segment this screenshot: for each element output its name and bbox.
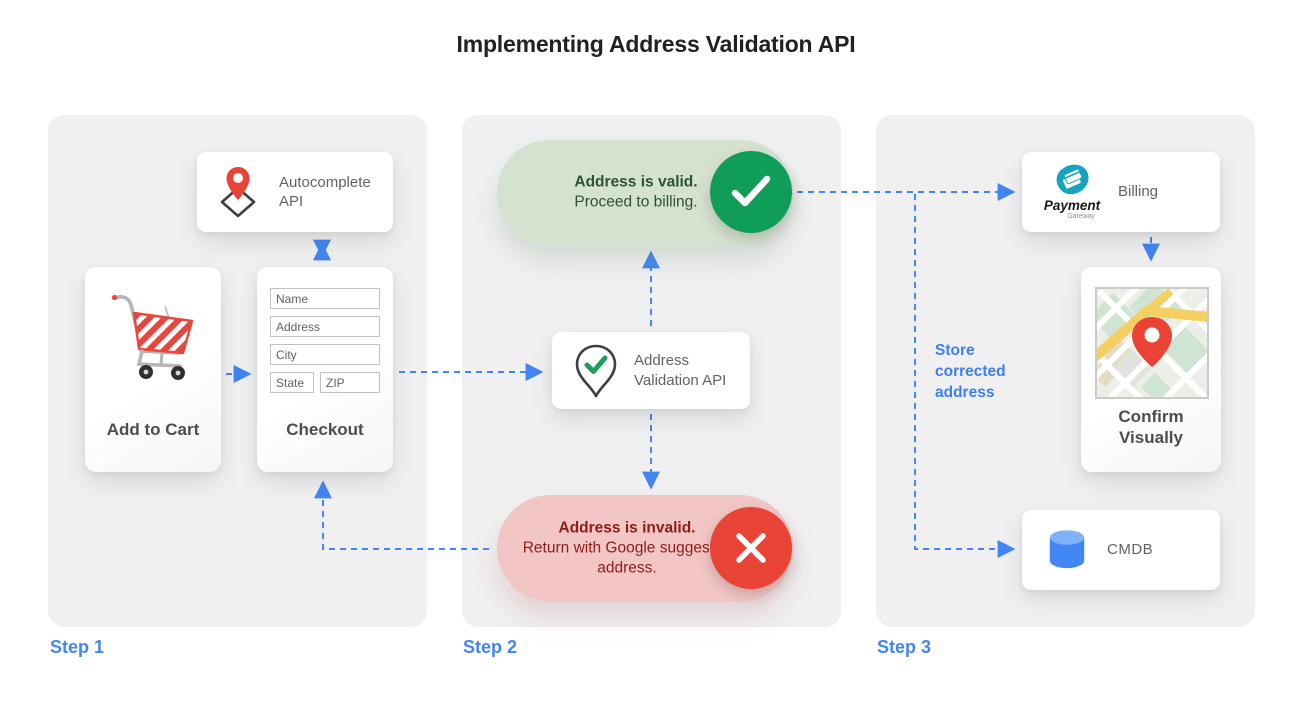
arrow-store-to-cmdb bbox=[914, 194, 1016, 558]
check-icon bbox=[731, 175, 771, 207]
address-valid-subtitle: Proceed to billing. bbox=[574, 193, 698, 211]
zip-field: ZIP bbox=[320, 372, 380, 393]
autocomplete-api-label: Autocomplete API bbox=[279, 173, 371, 211]
database-icon bbox=[1049, 530, 1085, 569]
add-to-cart-node: Add to Cart bbox=[85, 267, 221, 472]
pin-check-icon bbox=[575, 344, 617, 397]
billing-node: Payment Gateway Billing bbox=[1022, 152, 1220, 232]
map-pin-diamond-icon bbox=[220, 167, 256, 218]
name-field: Name bbox=[270, 288, 380, 309]
address-validation-api-label: Address Validation API bbox=[634, 352, 727, 389]
page-title: Implementing Address Validation API bbox=[456, 31, 856, 57]
add-to-cart-label: Add to Cart bbox=[106, 419, 200, 439]
city-field: City bbox=[270, 344, 380, 365]
billing-label: Billing bbox=[1118, 183, 1159, 201]
payment-gateway-icon bbox=[1056, 164, 1089, 194]
shopping-cart-icon bbox=[111, 294, 194, 380]
arrow-invalid-to-checkout bbox=[314, 480, 489, 550]
state-field: State bbox=[270, 372, 314, 393]
cmdb-node: CMDB bbox=[1022, 510, 1220, 590]
address-field: Address bbox=[270, 316, 380, 337]
checkout-node: Name Address City State ZIP Checkout bbox=[257, 267, 393, 472]
valid-badge bbox=[710, 151, 792, 233]
close-icon bbox=[736, 533, 766, 563]
address-invalid-text: Address is invalid. Return with Google s… bbox=[519, 518, 735, 579]
address-invalid-title: Address is invalid. bbox=[558, 518, 696, 536]
invalid-badge bbox=[710, 507, 792, 589]
step2-label: Step 2 bbox=[463, 637, 518, 657]
address-valid-text: Address is valid. Proceed to billing. bbox=[527, 172, 745, 213]
autocomplete-api-node: Autocomplete API bbox=[197, 152, 393, 232]
checkout-label: Checkout bbox=[286, 419, 364, 439]
address-valid-pill: Address is valid. Proceed to billing. bbox=[497, 140, 793, 245]
map-thumbnail bbox=[1095, 287, 1209, 399]
step1-label: Step 1 bbox=[50, 637, 105, 657]
payment-gateway-logo: Payment Gateway bbox=[1040, 164, 1104, 221]
confirm-visually-node: Confirm Visually bbox=[1081, 267, 1221, 472]
map-image bbox=[1097, 289, 1207, 397]
store-corrected-address-note: Store corrected address bbox=[935, 342, 1006, 401]
address-validation-api-node: Address Validation API bbox=[552, 332, 750, 409]
step3-label: Step 3 bbox=[877, 637, 932, 657]
payment-gateway-logo-subtitle: Gateway bbox=[1067, 213, 1095, 221]
payment-gateway-logo-title: Payment bbox=[1043, 197, 1101, 213]
address-valid-title: Address is valid. bbox=[574, 173, 698, 191]
address-invalid-subtitle: Return with Google suggested address. bbox=[522, 539, 732, 577]
cmdb-label: CMDB bbox=[1107, 541, 1154, 559]
confirm-visually-label: Confirm Visually bbox=[1118, 406, 1184, 447]
checkout-form: Name Address City State ZIP bbox=[270, 288, 380, 393]
address-invalid-pill: Address is invalid. Return with Google s… bbox=[497, 495, 793, 602]
